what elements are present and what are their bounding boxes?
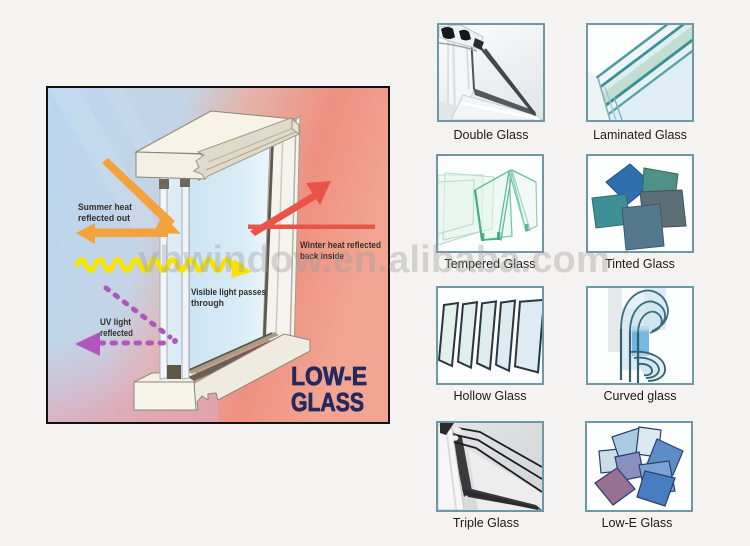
svg-text:Summer heat: Summer heat — [78, 202, 133, 213]
svg-text:GLASS: GLASS — [291, 387, 364, 417]
svg-text:Visible light passes: Visible light passes — [191, 287, 266, 298]
svg-text:reflected: reflected — [100, 328, 133, 339]
svg-text:UV light: UV light — [100, 317, 132, 328]
svg-text:reflected out: reflected out — [78, 213, 131, 224]
svg-text:through: through — [191, 298, 224, 309]
svg-text:LOW-E: LOW-E — [291, 361, 367, 391]
svg-text:back inside: back inside — [300, 251, 344, 262]
svg-text:Winter heat reflected: Winter heat reflected — [300, 240, 381, 251]
